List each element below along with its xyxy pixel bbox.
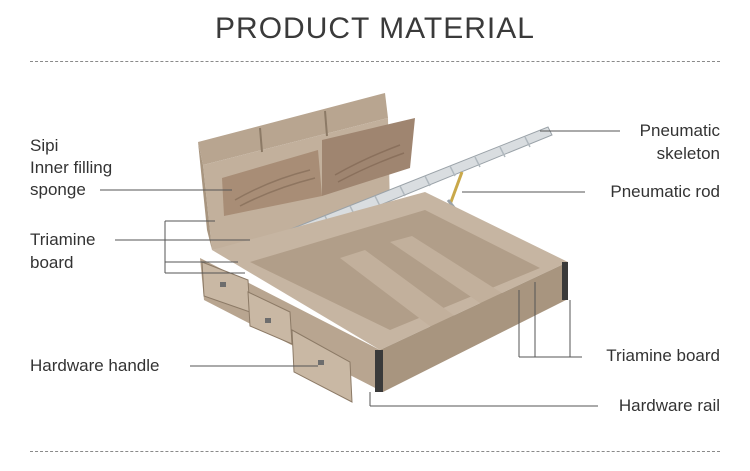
side-panel-right [380,262,568,392]
label-sipi: Sipi [30,136,59,155]
label-pneumatic-rod: Pneumatic rod [610,182,720,201]
label-triamine-left-1: Triamine [30,230,96,249]
top-divider [30,61,720,62]
handle-1 [220,282,226,287]
label-triamine-left-2: board [30,253,74,272]
bottom-divider [30,451,720,452]
page-title: PRODUCT MATERIAL [215,12,535,45]
label-sponge: sponge [30,180,86,199]
headboard-side [198,142,212,250]
headboard-back [198,93,388,165]
label-pneumatic-skeleton-2: skeleton [656,144,720,163]
hardware-rail-front [375,350,383,392]
handle-2 [265,318,271,323]
label-hardware-handle: Hardware handle [30,356,160,375]
label-pneumatic-skeleton-1: Pneumatic [639,121,720,140]
label-inner-filling: Inner filling [30,158,113,177]
label-hardware-rail: Hardware rail [618,396,720,415]
hardware-rail-right [562,262,568,300]
drawer-3 [291,329,353,403]
handle-3 [318,360,324,365]
label-triamine-right: Triamine board [606,346,720,365]
cushion-right [322,118,415,196]
storage-floor [250,210,540,330]
